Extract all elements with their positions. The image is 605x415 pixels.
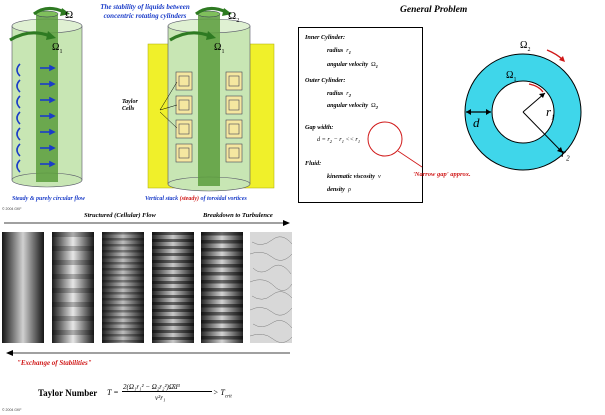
slide-title: The stability of liquids between concent… <box>80 3 210 21</box>
inner-omega-line: angular velocity Ω1 <box>327 61 379 70</box>
ring-r1-label: r1 <box>546 104 555 122</box>
flow-image-1 <box>2 232 44 343</box>
title-line-2: concentric rotating cylinders <box>103 12 187 20</box>
ring-d-label: d <box>473 115 480 130</box>
bottom-credit: © 2004 GKF <box>2 408 22 412</box>
title-line-1: The stability of liquids between <box>100 3 190 11</box>
inner-radius-line: radius r1 <box>327 47 351 56</box>
taylor-number-label: Taylor Number <box>38 388 98 398</box>
mid-omega-inner: Ω1 <box>214 42 225 55</box>
general-problem-title: General Problem <box>400 5 468 15</box>
narrow-gap-annotation-shape <box>367 121 423 168</box>
mid-caption: Vertical stack (steady) of toroidal vort… <box>145 196 247 202</box>
ring-omega2: Ω2 <box>520 40 531 53</box>
viscosity-line: kinematic viscosity ν <box>327 173 381 180</box>
gap-equation: d = r2 − r1 << r1 <box>317 136 361 145</box>
outer-cylinder-heading: Outer Cylinder: <box>305 77 346 84</box>
exchange-arrow <box>6 350 290 356</box>
gap-width-heading: Gap width: <box>305 124 334 131</box>
left-omega-inner: Ω1 <box>52 42 63 55</box>
turbulence-label: Breakdown to Turbulence <box>203 212 273 219</box>
outer-omega-line: angular velocity Ω2 <box>327 102 379 111</box>
ring-omega1: Ω1 <box>506 70 517 83</box>
problem-panel: Inner Cylinder: radius r1 angular veloci… <box>298 27 423 203</box>
exchange-of-stabilities-label: "Exchange of Stabilities" <box>17 359 92 367</box>
ring-r2-label: r2 <box>561 145 570 163</box>
fluid-heading: Fluid: <box>305 160 322 167</box>
flow-image-3 <box>102 232 144 343</box>
mid-omega-outer: Ω2 <box>228 10 240 25</box>
left-credit: © 2004 GKF <box>2 207 22 211</box>
annulus-diagram <box>464 49 582 171</box>
flow-progression-arrow <box>4 220 290 226</box>
taylor-cells-label: Taylor Cells <box>122 99 138 112</box>
left-caption: Steady & purely circular flow <box>12 196 85 202</box>
flow-image-4 <box>152 232 194 343</box>
structured-flow-label: Structured (Cellular) Flow <box>84 212 156 219</box>
narrow-gap-label: 'Narrow gap' approx. <box>413 171 471 178</box>
flow-image-6-turbulent <box>250 232 292 343</box>
flow-image-2 <box>52 232 94 343</box>
left-omega-outer: Ω <box>65 9 74 21</box>
mid-cylinder-figure <box>147 6 275 192</box>
inner-cylinder-heading: Inner Cylinder: <box>305 34 346 41</box>
outer-radius-line: radius r2 <box>327 90 351 99</box>
flow-image-5 <box>201 232 243 343</box>
density-line: density ρ <box>327 186 351 193</box>
left-cylinder-figure <box>9 6 83 188</box>
